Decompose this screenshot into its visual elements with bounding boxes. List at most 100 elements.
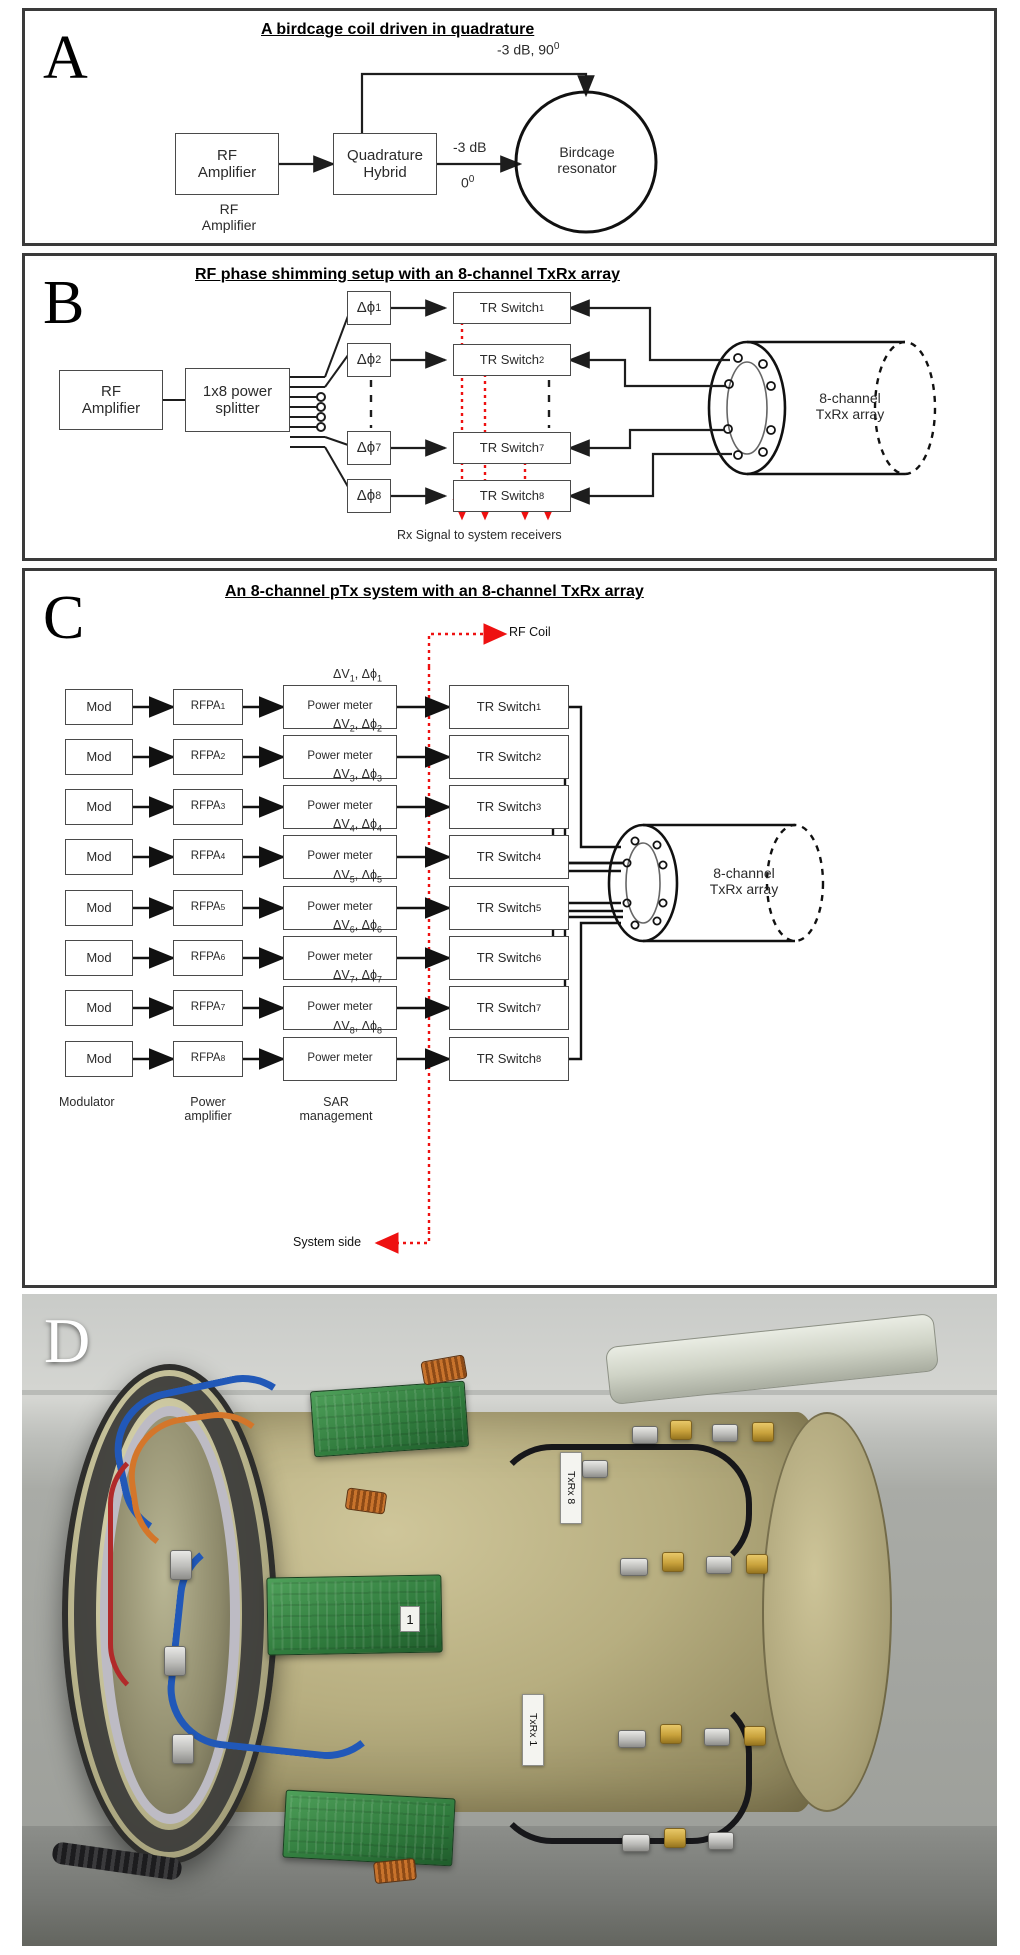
mod-1-label: Mod bbox=[86, 698, 112, 714]
panel-c-rf-coil-label: RF Coil bbox=[509, 625, 551, 639]
delta-v-3-sub: 3 bbox=[349, 773, 355, 784]
quad-hybrid-text: Quadrature Hybrid bbox=[347, 147, 423, 182]
meter-2-label: Power meter bbox=[307, 750, 373, 763]
mod-7-label: Mod bbox=[86, 999, 112, 1015]
panel-c-power-meter-5: Power meter bbox=[283, 886, 397, 930]
rfpa-2-base: RFPA bbox=[190, 750, 221, 763]
black-cable-upper bbox=[492, 1444, 752, 1574]
rfpa-7-base: RFPA bbox=[190, 1001, 221, 1014]
panel-a-direct-branch-label: -3 dB bbox=[453, 139, 487, 155]
panel-b: B RF phase shimming setup with an 8-chan… bbox=[22, 253, 997, 561]
delta-v-2: ΔV bbox=[333, 717, 350, 731]
panel-c-power-meter-1: Power meter bbox=[283, 685, 397, 729]
channel-tag-txrx-8-text: TxRx 8 bbox=[565, 1471, 577, 1505]
power-amp-caption-line2: amplifier bbox=[184, 1109, 232, 1124]
panel-c-delta-3: ΔV3, Δϕ3 bbox=[333, 767, 382, 784]
panel-c-power-meter-8: Power meter bbox=[283, 1037, 397, 1081]
panel-c-delta-2: ΔV2, Δϕ2 bbox=[333, 717, 382, 734]
panel-c-array-label: 8-channel TxRx array bbox=[693, 865, 795, 897]
panel-c-mod-4: Mod bbox=[65, 839, 133, 875]
mod-6-label: Mod bbox=[86, 949, 112, 965]
rfpa-5-sub: 5 bbox=[220, 903, 226, 913]
meter-8-label: Power meter bbox=[307, 1052, 373, 1065]
panel-c-letter: C bbox=[43, 584, 85, 652]
rfpa-6-sub: 6 bbox=[220, 953, 226, 963]
mod-3-label: Mod bbox=[86, 798, 112, 814]
c-tr-switch-7-base: TR Switch bbox=[476, 999, 537, 1015]
meter-1-label: Power meter bbox=[307, 700, 373, 713]
quad-hybrid-line2: Hybrid bbox=[363, 164, 407, 181]
tr-switch-1-sub: 1 bbox=[539, 302, 545, 313]
top-branch-degree: 0 bbox=[553, 41, 560, 52]
sma-connector-gold-2 bbox=[752, 1422, 774, 1442]
mod-8-label: Mod bbox=[86, 1050, 112, 1066]
c-tr-switch-5-base: TR Switch bbox=[476, 899, 537, 915]
tr-switch-2-sub: 2 bbox=[539, 354, 545, 365]
sma-connector-gold-1 bbox=[670, 1420, 692, 1440]
sma-connector-2 bbox=[712, 1424, 738, 1442]
rfpa-3-sub: 3 bbox=[220, 802, 226, 812]
panel-a-birdcage-resonator-label: Birdcage resonator bbox=[545, 144, 629, 176]
phase-shifter-8-base: Δϕ bbox=[356, 487, 376, 505]
rfpa-3-base: RFPA bbox=[190, 800, 221, 813]
panel-a-top-branch-label: -3 dB, 900 bbox=[497, 41, 559, 58]
delta-v-6-sub: 6 bbox=[349, 924, 355, 935]
delta-phi-1-sub: 1 bbox=[377, 673, 383, 684]
panel-c-power-meter-7: Power meter bbox=[283, 986, 397, 1030]
panel-c-caption-sar: SAR management bbox=[277, 1095, 395, 1124]
copper-inductor-bottom bbox=[372, 1857, 418, 1885]
rfpa-1-sub: 1 bbox=[220, 702, 226, 712]
panel-d: 1 bbox=[22, 1294, 997, 1946]
bulkhead-connector-2 bbox=[164, 1646, 186, 1676]
panel-c-wires bbox=[133, 623, 825, 1254]
rfpa-8-base: RFPA bbox=[190, 1052, 221, 1065]
sma-connector-9 bbox=[708, 1832, 734, 1850]
quad-hybrid-line1: Quadrature bbox=[347, 146, 423, 164]
sma-connector-5 bbox=[706, 1556, 732, 1574]
c-tr-switch-8-base: TR Switch bbox=[476, 1050, 537, 1066]
meter-5-label: Power meter bbox=[307, 901, 373, 914]
delta-v-7-sub: 7 bbox=[349, 974, 355, 985]
tr-switch-board-bottom bbox=[282, 1789, 456, 1867]
panel-c-delta-4: ΔV4, Δϕ4 bbox=[333, 817, 382, 834]
panel-a-letter: A bbox=[43, 24, 88, 92]
panel-a-caption-line2: Amplifier bbox=[201, 217, 257, 234]
delta-phi-2-sub: 2 bbox=[377, 723, 383, 734]
panel-b-splitter-text: 1x8 power splitter bbox=[203, 383, 272, 418]
panel-d-letter: D bbox=[44, 1305, 91, 1376]
tr-switch-8-sub: 8 bbox=[539, 490, 545, 501]
splitter-line1: 1x8 power bbox=[202, 382, 273, 400]
rfpa-4-sub: 4 bbox=[220, 852, 226, 862]
delta-phi-4: , Δϕ bbox=[354, 817, 377, 831]
channel-tag-txrx-8: TxRx 8 bbox=[560, 1452, 582, 1524]
panel-b-rf-amplifier-box: RF Amplifier bbox=[59, 370, 163, 430]
phase-shifter-1-sub: 1 bbox=[375, 301, 382, 314]
panel-c-power-meter-4: Power meter bbox=[283, 835, 397, 879]
rfpa-1-base: RFPA bbox=[190, 700, 221, 713]
rfpa-2-sub: 2 bbox=[220, 752, 226, 762]
panel-a-rf-amplifier-text: RF Amplifier bbox=[198, 147, 256, 182]
panel-b-title: RF phase shimming setup with an 8-channe… bbox=[195, 266, 620, 283]
delta-v-8-sub: 8 bbox=[349, 1025, 355, 1036]
rfpa-8-sub: 8 bbox=[220, 1054, 226, 1064]
tr-switch-8-base: TR Switch bbox=[479, 487, 540, 503]
panel-c-power-meter-2: Power meter bbox=[283, 735, 397, 779]
c-tr-switch-8-sub: 8 bbox=[536, 1053, 542, 1064]
panel-c-delta-5: ΔV5, Δϕ5 bbox=[333, 868, 382, 885]
delta-phi-5: , Δϕ bbox=[354, 868, 377, 882]
panel-b-array-label: 8-channel TxRx array bbox=[800, 390, 900, 422]
tr-switch-7-base: TR Switch bbox=[479, 439, 540, 455]
panel-a-title: A birdcage coil driven in quadrature bbox=[261, 21, 535, 38]
panel-b-array-line2: TxRx array bbox=[815, 406, 885, 423]
panel-c-delta-8: ΔV8, Δϕ8 bbox=[333, 1019, 382, 1036]
panel-c-mod-6: Mod bbox=[65, 940, 133, 976]
tr-switch-2-base: TR Switch bbox=[479, 351, 540, 367]
